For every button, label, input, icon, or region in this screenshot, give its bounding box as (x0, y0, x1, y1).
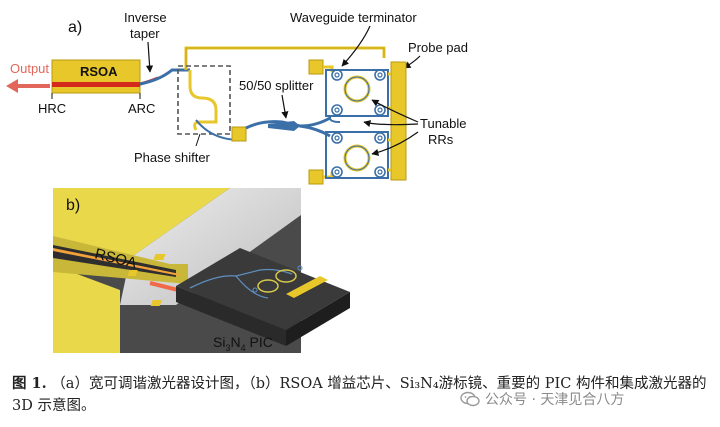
wechat-icon (460, 391, 480, 407)
submount-top (53, 188, 230, 258)
inverse-taper-label-1: Inverse (124, 10, 167, 25)
probe-pad (390, 61, 407, 181)
phase-shifter-label: Phase shifter (134, 150, 211, 165)
figure-caption: 图 1. （a）宽可调谐激光器设计图，（b）RSOA 增益芯片、Si₃N₄游标镜… (12, 373, 712, 417)
panel-b-label: b) (66, 197, 80, 214)
rsoa-block (51, 59, 141, 94)
tunable-rrs-label-1: Tunable (420, 116, 467, 131)
terminator-spiral (331, 69, 343, 81)
rsoa-label: RSOA (80, 64, 118, 79)
hrc-label: HRC (38, 101, 66, 116)
pad-top-left (308, 59, 324, 75)
watermark-text: 公众号 · 天津见合八方 (485, 392, 625, 408)
tunable-rrs-label-2: RRs (428, 132, 454, 147)
output-label: Output (10, 61, 49, 76)
panel-a-label: a) (68, 19, 82, 36)
waveguide-terminator-label: Waveguide terminator (290, 10, 417, 25)
waveguide-input (139, 68, 190, 86)
pic-circuit (127, 254, 328, 306)
phase-shifter-heater (188, 70, 218, 131)
panel-b: RSOA Si3N4 PIC b) (53, 188, 350, 353)
phase-shifter-box (177, 65, 231, 135)
caption-text: （a）宽可调谐激光器设计图，（b）RSOA 增益芯片、Si₃N₄游标镜、重要的 … (12, 376, 707, 414)
pic-chip-label: Si3N4 PIC (213, 334, 273, 353)
arc-label: ARC (128, 101, 155, 116)
ring-upper-section (323, 65, 389, 123)
probe-pad-label: Probe pad (408, 40, 468, 55)
splitter-label: 50/50 splitter (239, 78, 314, 93)
output-arrow (6, 79, 50, 93)
pic-chip-top (176, 248, 350, 330)
ring-lower-section (323, 131, 389, 179)
submount-bottom (53, 265, 120, 353)
pad-bottom-left (308, 169, 324, 185)
inverse-taper-label-2: taper (130, 26, 160, 41)
caption-figure-label: 图 1. (12, 375, 47, 392)
phase-shifter-pad (231, 126, 247, 142)
rsoa-gain-stripe (52, 82, 140, 87)
watermark: 公众号 · 天津见合八方 (460, 389, 624, 409)
panel-a: a) Output RSOA HRC ARC Inverse taper Pha… (6, 10, 468, 185)
